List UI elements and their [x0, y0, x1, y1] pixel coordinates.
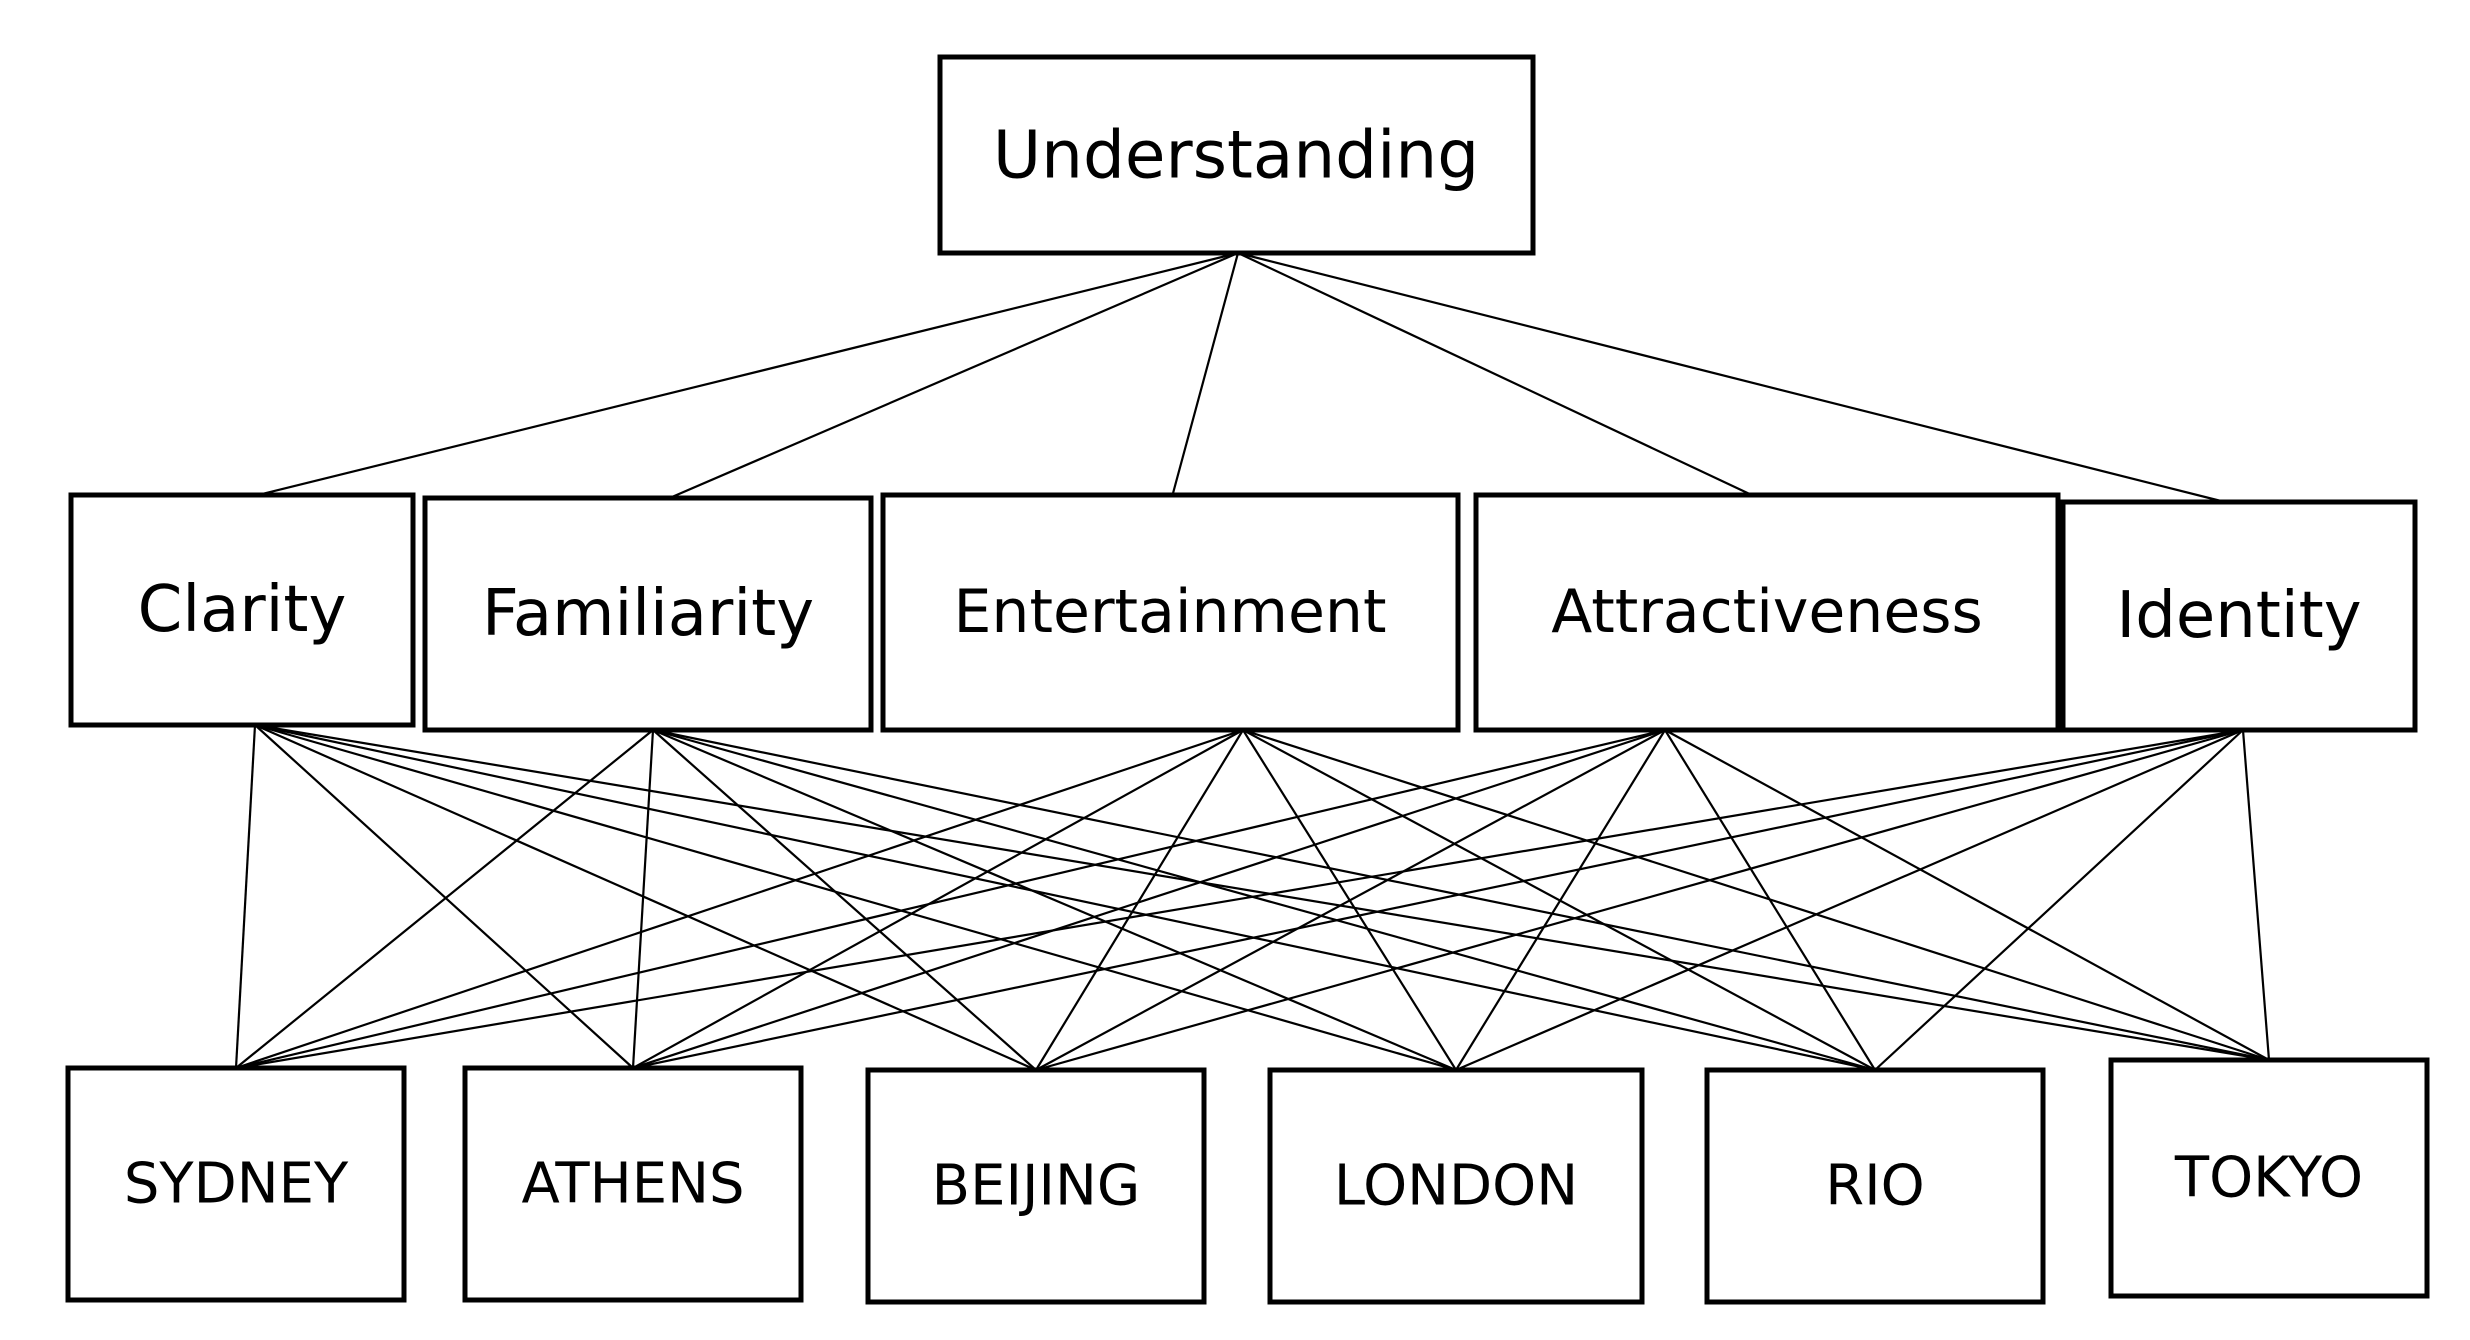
edge-understanding-identity	[1237, 251, 2226, 504]
edge-identity-tokyo	[2241, 729, 2271, 1061]
edge-familiarity-athens	[631, 729, 655, 1069]
node-label-understanding: Understanding	[993, 117, 1479, 194]
node-label-identity: Identity	[2116, 579, 2361, 653]
edge-clarity-rio	[254, 723, 1876, 1072]
edge-familiarity-london	[652, 728, 1457, 1072]
edge-understanding-familiarity	[664, 251, 1239, 502]
edge-attractiveness-beijing	[1035, 729, 1666, 1071]
edge-familiarity-rio	[652, 728, 1876, 1072]
node-label-beijing: BEIJING	[932, 1154, 1141, 1219]
edge-attractiveness-sydney	[235, 728, 1666, 1070]
edge-entertainment-tokyo	[1242, 728, 2270, 1062]
node-familiarity: Familiarity	[422, 495, 874, 733]
node-label-london: LONDON	[1334, 1154, 1578, 1219]
edge-entertainment-sydney	[235, 728, 1244, 1070]
node-label-entertainment: Entertainment	[954, 577, 1387, 647]
edge-identity-athens	[632, 728, 2244, 1070]
node-entertainment: Entertainment	[880, 492, 1461, 733]
edge-attractiveness-athens	[632, 728, 1666, 1070]
edge-attractiveness-tokyo	[1664, 729, 2270, 1061]
edge-identity-sydney	[235, 728, 2244, 1070]
edge-attractiveness-rio	[1664, 729, 1876, 1071]
edge-understanding-entertainment	[1170, 252, 1240, 498]
edge-clarity-london	[254, 723, 1457, 1072]
edge-understanding-clarity	[249, 251, 1239, 499]
edge-entertainment-rio	[1242, 729, 1876, 1071]
edge-entertainment-beijing	[1035, 729, 1244, 1071]
connector-lines	[234, 251, 2271, 1072]
node-sydney: SYDNEY	[65, 1065, 407, 1303]
diagram-nodes: Understanding Clarity Familiarity Entert…	[65, 54, 2430, 1305]
node-tokyo: TOKYO	[2108, 1057, 2430, 1299]
node-beijing: BEIJING	[865, 1067, 1207, 1305]
edge-familiarity-beijing	[652, 729, 1037, 1071]
edge-clarity-tokyo	[254, 723, 2270, 1062]
node-label-athens: ATHENS	[521, 1152, 744, 1217]
node-clarity: Clarity	[68, 492, 416, 728]
node-identity: Identity	[2060, 499, 2418, 733]
node-label-attractiveness: Attractiveness	[1551, 577, 1983, 647]
node-label-rio: RIO	[1825, 1154, 1925, 1219]
edge-clarity-beijing	[254, 723, 1037, 1072]
edge-clarity-sydney	[234, 724, 257, 1069]
node-label-familiarity: Familiarity	[482, 577, 814, 651]
node-athens: ATHENS	[462, 1065, 804, 1303]
node-label-clarity: Clarity	[138, 573, 347, 647]
edge-identity-beijing	[1035, 728, 2244, 1072]
node-label-sydney: SYDNEY	[124, 1152, 349, 1217]
edge-attractiveness-london	[1455, 729, 1666, 1071]
node-label-tokyo: TOKYO	[2174, 1146, 2363, 1211]
edge-identity-london	[1455, 728, 2244, 1072]
edge-understanding-attractiveness	[1237, 252, 1757, 498]
node-understanding: Understanding	[937, 54, 1536, 256]
node-rio: RIO	[1704, 1067, 2046, 1305]
edge-familiarity-sydney	[235, 729, 654, 1069]
edge-identity-rio	[1874, 729, 2244, 1071]
edge-entertainment-athens	[632, 729, 1244, 1069]
node-london: LONDON	[1267, 1067, 1645, 1305]
node-attractiveness: Attractiveness	[1473, 492, 2061, 733]
edge-clarity-athens	[254, 724, 634, 1069]
